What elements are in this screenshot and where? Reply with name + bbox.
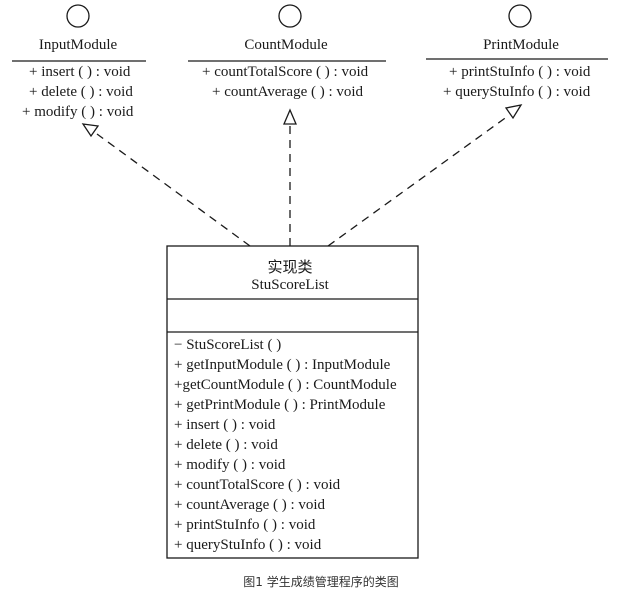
class-stereotype: 实现类 xyxy=(267,258,313,276)
realization-line-input xyxy=(96,133,251,247)
interface-name-count: CountModule xyxy=(244,37,328,53)
arrowhead-input xyxy=(81,123,100,138)
interface-circle-print xyxy=(508,4,532,28)
class-method-count-total: + countTotalScore ( ) : void xyxy=(174,477,341,493)
figure-caption: 图1 学生成绩管理程序的类图 xyxy=(243,575,399,589)
class-method-query-stuinfo: + queryStuInfo ( ) : void xyxy=(174,537,322,553)
class-method-get-count: +getCountModule ( ) : CountModule xyxy=(174,377,397,393)
method-input-delete: + delete ( ) : void xyxy=(29,84,133,100)
method-count-total: + countTotalScore ( ) : void xyxy=(202,64,369,80)
class-method-delete: + delete ( ) : void xyxy=(174,437,278,453)
class-method-get-print: + getPrintModule ( ) : PrintModule xyxy=(174,397,386,413)
method-count-average: + countAverage ( ) : void xyxy=(212,84,364,100)
realization-line-print xyxy=(327,115,509,247)
interface-circle-count xyxy=(278,4,302,28)
interface-name-print: PrintModule xyxy=(483,37,559,53)
arrowhead-count xyxy=(283,108,297,125)
class-method-insert: + insert ( ) : void xyxy=(174,417,276,433)
class-method-count-average: + countAverage ( ) : void xyxy=(174,497,326,513)
method-input-insert: + insert ( ) : void xyxy=(29,64,131,80)
interface-circle-input xyxy=(66,4,90,28)
class-name: StuScoreList xyxy=(251,277,329,293)
class-method-get-input: + getInputModule ( ) : InputModule xyxy=(174,357,391,373)
method-input-modify: + modify ( ) : void xyxy=(22,104,134,120)
method-print-query: + queryStuInfo ( ) : void xyxy=(443,84,591,100)
method-print-stuinfo: + printStuInfo ( ) : void xyxy=(449,64,591,80)
arrowhead-print xyxy=(504,104,523,120)
class-method-constructor: − StuScoreList ( ) xyxy=(174,337,282,353)
class-method-modify: + modify ( ) : void xyxy=(174,457,286,473)
class-box-stuscorelist xyxy=(166,245,419,559)
interface-name-input: InputModule xyxy=(38,37,118,53)
class-method-print-stuinfo: + printStuInfo ( ) : void xyxy=(174,517,316,533)
